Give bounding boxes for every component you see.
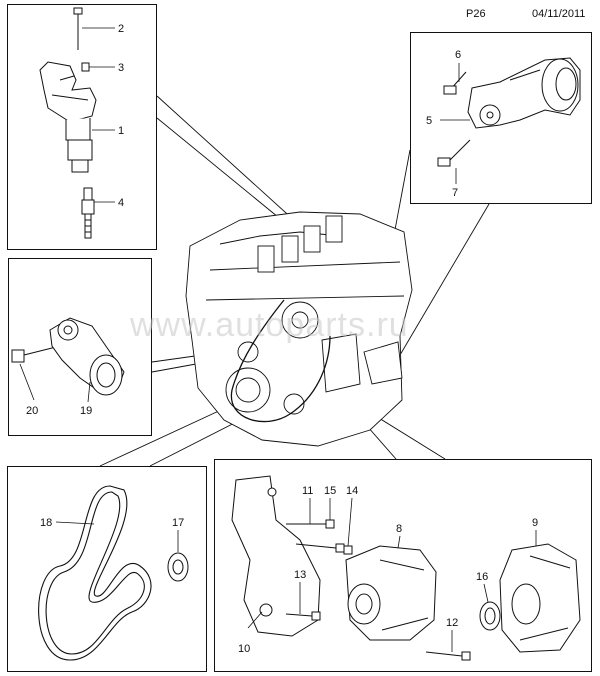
watermark-text: www.autoparts.ru (129, 306, 409, 344)
callout-14: 14 (346, 485, 358, 497)
callout-15: 15 (324, 485, 336, 497)
callout-2: 2 (118, 23, 124, 35)
callout-10: 10 (238, 643, 250, 655)
callout-7: 7 (452, 187, 458, 199)
callout-17: 17 (172, 517, 184, 529)
diagram-date: 04/11/2011 (532, 8, 586, 20)
alternator-bracket (231, 475, 321, 637)
starter-leaders (440, 63, 470, 184)
callout-6: 6 (455, 49, 461, 61)
callout-1: 1 (118, 125, 124, 137)
drive-belt (38, 485, 152, 661)
callout-12: 12 (446, 617, 458, 629)
callout-16: 16 (476, 571, 488, 583)
alternator-leaders (247, 497, 537, 652)
callout-18: 18 (40, 517, 52, 529)
alternator-bolts (285, 519, 471, 661)
page-code: P26 (466, 8, 486, 20)
ignition-coil (39, 7, 97, 173)
belt-tensioner (11, 317, 125, 396)
engine-block (185, 211, 413, 447)
callout-13: 13 (294, 569, 306, 581)
ignition-leaders (82, 27, 115, 203)
tensioner-leaders (19, 363, 91, 403)
callout-20: 20 (26, 405, 38, 417)
callout-3: 3 (118, 62, 124, 74)
callout-5: 5 (426, 115, 432, 127)
idler-pulley (167, 552, 189, 582)
belt-leaders (55, 521, 179, 552)
alternator-pulley (479, 601, 501, 631)
callout-4: 4 (118, 197, 124, 209)
callout-19: 19 (80, 405, 92, 417)
spark-plug (81, 187, 95, 239)
callout-11: 11 (302, 485, 313, 497)
starter-motor (437, 57, 581, 167)
callout-8: 8 (396, 523, 402, 535)
callout-9: 9 (532, 517, 538, 529)
alternator-assembly (345, 545, 437, 641)
alternator-unit (499, 543, 581, 653)
